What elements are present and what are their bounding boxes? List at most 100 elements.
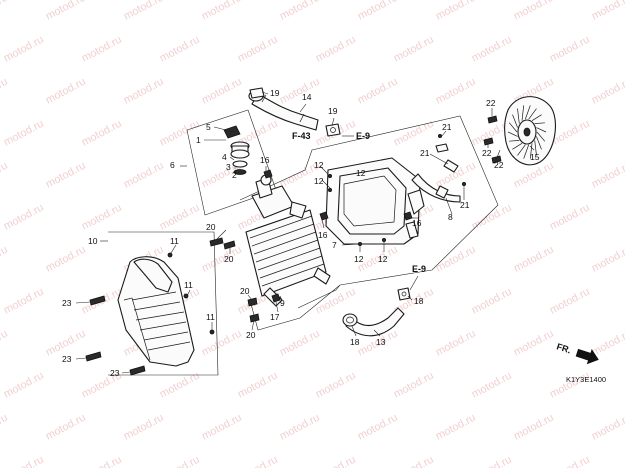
watermark-text: motod.ru (314, 34, 358, 65)
callout-21-c: 21 (460, 200, 470, 210)
watermark-text: motod.ru (590, 412, 625, 443)
watermark-text: motod.ru (0, 160, 10, 191)
callout-18-b: 18 (350, 337, 360, 347)
callout-16-b: 16 (318, 230, 328, 240)
watermark-text: motod.ru (0, 0, 10, 23)
watermark-text: motod.ru (0, 412, 10, 443)
watermark-text: motod.ru (200, 0, 244, 23)
hose-upper (248, 90, 319, 131)
watermark-text: motod.ru (392, 34, 436, 65)
callout-20-a: 20 (206, 222, 216, 232)
watermark-text: motod.ru (548, 34, 592, 65)
watermark-text: motod.ru (590, 244, 625, 275)
watermark-text: motod.ru (470, 202, 514, 233)
group-outline-10 (108, 231, 219, 376)
clamp-19-upper (249, 87, 265, 99)
watermark-text: motod.ru (158, 370, 202, 401)
watermark-text: motod.ru (548, 454, 592, 468)
watermark-text: motod.ru (44, 160, 88, 191)
watermark-text: motod.ru (434, 76, 478, 107)
watermark-text: motod.ru (512, 328, 556, 359)
callout-20-c: 20 (240, 286, 250, 296)
watermark-text: motod.ru (44, 76, 88, 107)
fan-blade (534, 122, 545, 124)
watermark-text: motod.ru (44, 412, 88, 443)
watermark-text: motod.ru (80, 34, 124, 65)
watermark-text: motod.ru (548, 202, 592, 233)
callout-3: 3 (226, 162, 231, 172)
fan-blade (529, 143, 533, 159)
watermark-text: motod.ru (278, 412, 322, 443)
callout-23-a: 23 (62, 298, 72, 308)
watermark-text: motod.ru (590, 76, 625, 107)
callout-labels: 1 2 3 4 5 6 7 8 9 10 11 11 11 12 12 12 1… (62, 88, 540, 378)
clamp-19-right (325, 123, 341, 137)
watermark-text: motod.ru (200, 244, 244, 275)
callout-19-a: 19 (270, 88, 280, 98)
watermark-text: motod.ru (158, 202, 202, 233)
clamp-18-upper (397, 287, 411, 301)
fan-blade (517, 108, 520, 124)
callout-12-a: 12 (314, 160, 324, 170)
callout-21-b: 21 (420, 148, 430, 158)
callout-7: 7 (332, 240, 337, 250)
watermark-text: motod.ru (200, 76, 244, 107)
callout-20-d: 20 (246, 330, 256, 340)
watermark-text: motod.ru (356, 76, 400, 107)
callout-13: 13 (376, 337, 386, 347)
watermark-text: motod.ru (158, 454, 202, 468)
watermark-text: motod.ru (44, 244, 88, 275)
watermark-text: motod.ru (278, 76, 322, 107)
callout-16-c: 16 (412, 218, 422, 228)
cooling-fan (504, 96, 556, 166)
watermark-text: motod.ru (434, 328, 478, 359)
watermark-text: motod.ru (80, 202, 124, 233)
watermark-text: motod.ru (314, 454, 358, 468)
group-outline-main (239, 115, 499, 331)
callout-19-b: 19 (328, 106, 338, 116)
fan-blade (528, 108, 537, 120)
radiator-cover (117, 256, 195, 367)
watermark-text: motod.ru (236, 370, 280, 401)
watermark-text: motod.ru (200, 412, 244, 443)
fan-blade (507, 131, 518, 137)
callout-6: 6 (170, 160, 175, 170)
watermark-text: motod.ru (236, 34, 280, 65)
watermark-text: motod.ru (236, 454, 280, 468)
watermark-text: motod.ru (470, 286, 514, 317)
radiator-cap-assembly (223, 125, 250, 175)
watermark-text: motod.ru (392, 370, 436, 401)
watermark-text: motod.ru (122, 160, 166, 191)
watermark-text: motod.ru (122, 76, 166, 107)
callout-18-a: 18 (414, 296, 424, 306)
fan-blade (536, 131, 546, 142)
callout-11-b: 11 (184, 280, 193, 290)
fan-bracket (411, 143, 461, 203)
diagram-code: K1Y3E1400 (566, 375, 606, 384)
callout-9: 9 (280, 298, 285, 308)
callout-11-c: 11 (206, 312, 215, 322)
callout-22-c: 22 (494, 160, 504, 170)
fan-shroud (325, 157, 425, 245)
watermark-text: motod.ru (80, 118, 124, 149)
watermark-text: motod.ru (470, 370, 514, 401)
callout-16-a: 16 (260, 155, 270, 165)
callout-4: 4 (222, 152, 227, 162)
fan-blade (531, 114, 542, 121)
watermark-text: motod.ru (434, 0, 478, 23)
hose-lower (342, 307, 405, 337)
watermark-text: motod.ru (2, 34, 46, 65)
watermark-text: motod.ru (434, 244, 478, 275)
fan-blade (512, 114, 518, 128)
watermark-text: motod.ru (392, 454, 436, 468)
watermark-text: motod.ru (80, 454, 124, 468)
callout-22-a: 22 (486, 98, 496, 108)
watermark-text: motod.ru (2, 202, 46, 233)
watermark-text: motod.ru (548, 286, 592, 317)
watermark-text: motod.ru (512, 0, 556, 23)
watermark-text: motod.ru (512, 412, 556, 443)
callout-21-a: 21 (442, 122, 452, 132)
watermark-text: motod.ru (122, 0, 166, 23)
reference-e9-lower: E-9 (412, 264, 426, 274)
